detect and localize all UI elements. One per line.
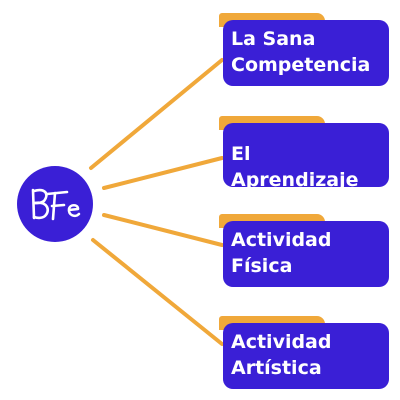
node-label: La Sana Competencia <box>223 20 389 86</box>
bfe-logo-icon <box>31 188 81 221</box>
connector-line-4 <box>91 238 224 346</box>
node-label: Actividad Artística <box>223 323 389 389</box>
logo-badge <box>17 166 93 242</box>
connector-line-1 <box>89 58 224 170</box>
connector-line-3 <box>102 213 224 247</box>
connector-line-2 <box>102 156 224 190</box>
node-label: Actividad Física <box>223 221 389 287</box>
node-label: El Aprendizaje <box>223 123 389 191</box>
